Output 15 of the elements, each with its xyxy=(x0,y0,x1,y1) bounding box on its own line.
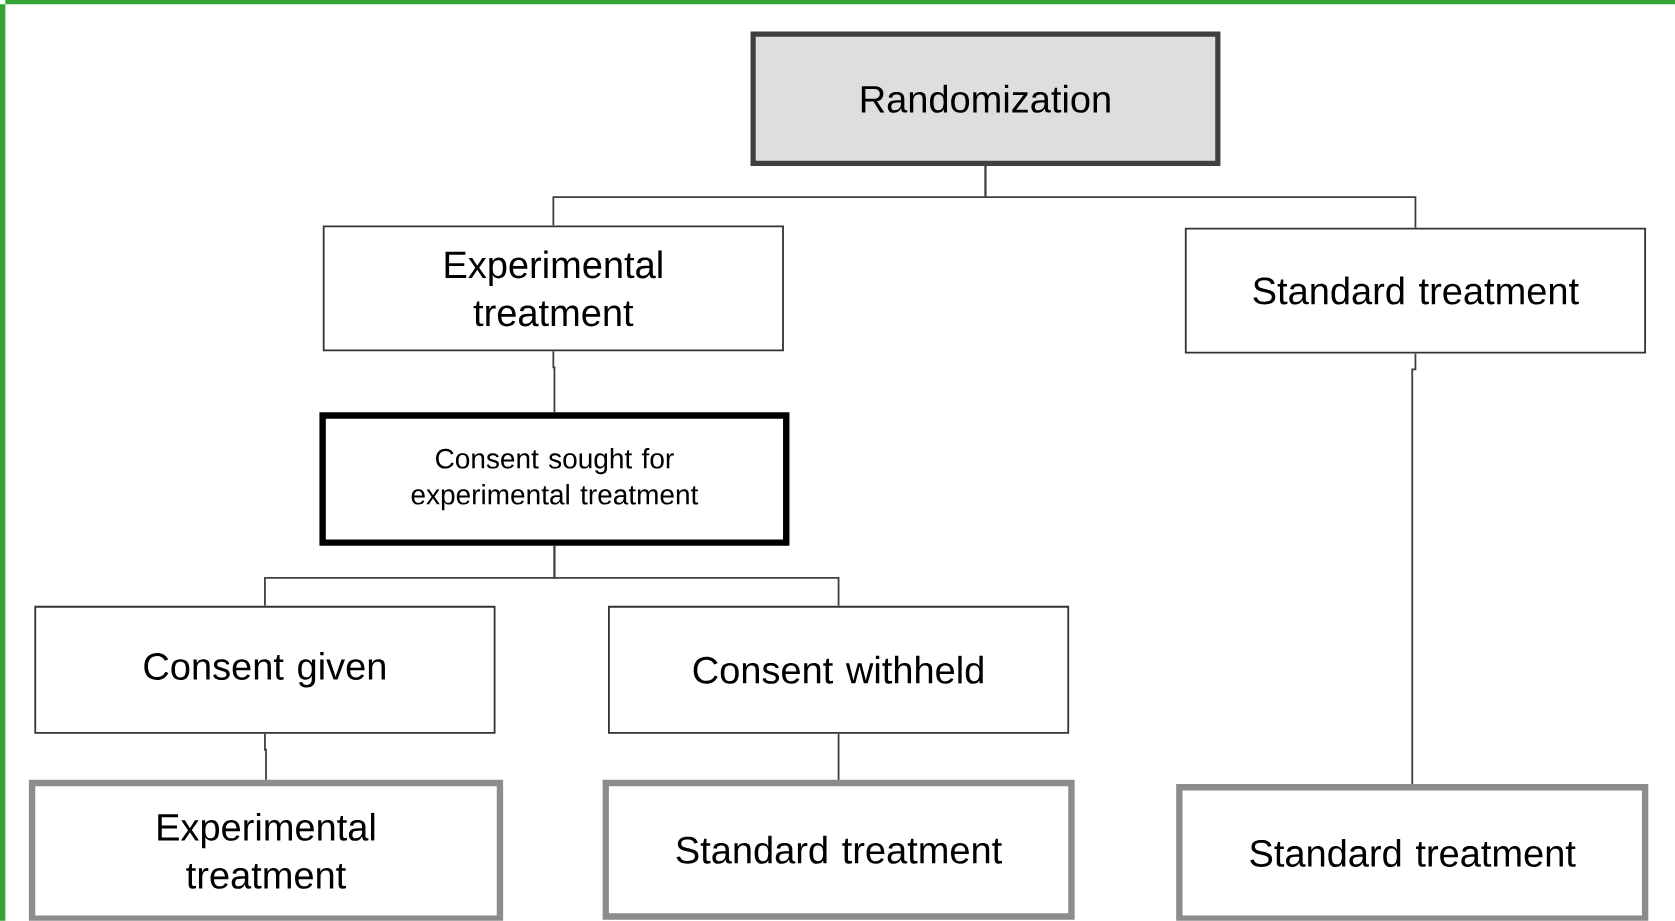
randomization-box: Randomization xyxy=(750,31,1221,167)
connector-line xyxy=(553,545,840,607)
decision-box: Consent sought for experimental treatment xyxy=(319,412,790,546)
connector-line xyxy=(1411,352,1417,786)
connector-line xyxy=(837,732,840,781)
connector-line xyxy=(984,165,1417,229)
process-box: Consent withheld xyxy=(608,605,1070,734)
outcome-box: Standard treatment xyxy=(602,779,1075,920)
outcome-box: Experimental treatment xyxy=(28,779,504,921)
connector-line xyxy=(552,350,556,414)
process-box: Consent given xyxy=(34,605,496,734)
process-box: Standard treatment xyxy=(1184,227,1646,354)
process-box: Experimental treatment xyxy=(322,225,784,352)
connector-line xyxy=(264,732,267,781)
outcome-box: Standard treatment xyxy=(1176,784,1649,921)
